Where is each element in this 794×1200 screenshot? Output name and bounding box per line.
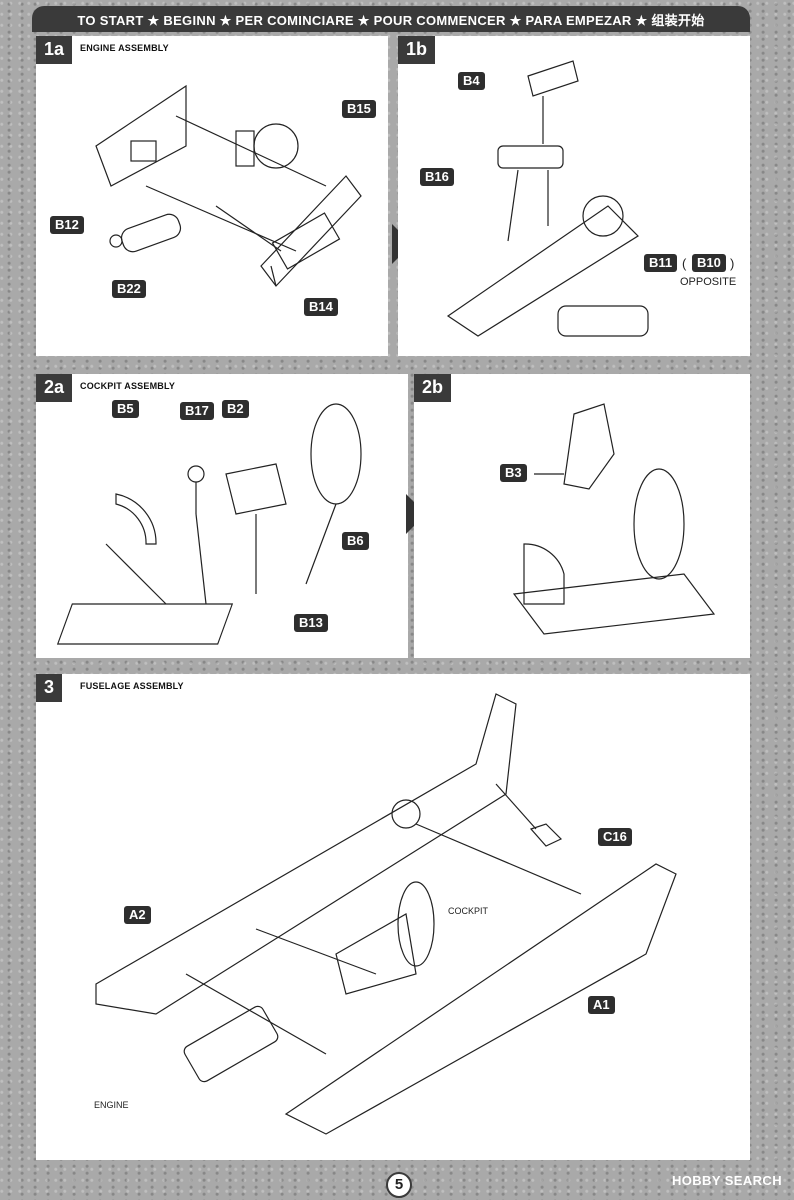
reduction-gear-b22 — [120, 213, 182, 253]
opposite-label: OPPOSITE — [680, 276, 737, 288]
part-tag-b6: B6 — [342, 532, 369, 550]
part-tag-b22: B22 — [112, 280, 146, 298]
part-tag-b2: B2 — [222, 400, 249, 418]
bulkhead-b5 — [115, 493, 157, 545]
engine-label: ENGINE — [94, 1100, 129, 1110]
fuselage-half-a1 — [284, 863, 677, 1135]
step-title-1a: ENGINE ASSEMBLY — [80, 43, 169, 53]
part-tag-b17: B17 — [180, 402, 214, 420]
seat-b2 — [225, 463, 287, 515]
part-tag-b12: B12 — [50, 216, 84, 234]
part-tag-b16: B16 — [420, 168, 454, 186]
header-bar: TO START ★ BEGINN ★ PER COMINCIARE ★ POU… — [32, 6, 750, 32]
supercharger-b15 — [253, 123, 299, 169]
engine-block-half-b12 — [95, 84, 187, 187]
panel-step-1b: 1b B4 B16 B11 ( B10 ) OPPOSITE — [398, 36, 750, 356]
part-tag-c16: C16 — [598, 828, 632, 846]
cockpit-floor-b13 — [56, 603, 234, 645]
cockpit-assembled-diagram — [512, 403, 716, 635]
step-badge-1a: 1a — [36, 36, 73, 64]
cover-part-b16 — [497, 145, 564, 169]
cockpit-floor — [512, 573, 716, 635]
pilot-figure-b3 — [563, 403, 615, 490]
paren-open: ( — [682, 256, 687, 271]
step-badge-1b: 1b — [398, 36, 436, 64]
paren-close: ) — [730, 256, 735, 271]
step-badge-2b: 2b — [414, 374, 452, 402]
engine-block-half-b14 — [260, 175, 362, 287]
part-tag-b15: B15 — [342, 100, 376, 118]
cowl-part-b4 — [527, 60, 579, 97]
fuselage-diagram — [95, 693, 677, 1135]
panel-step-3: 3 FUSELAGE ASSEMBLY C16 A2 A1 COCKPIT EN… — [36, 674, 750, 1160]
exhaust-stacks-b11 — [557, 305, 649, 337]
tail-wheel-c16 — [529, 823, 563, 847]
part-tag-a2: A2 — [124, 906, 151, 924]
cockpit-armor — [633, 468, 685, 580]
cockpit-parts-diagram — [56, 403, 362, 645]
cockpit-bulkhead — [523, 543, 565, 605]
page-number: 5 — [386, 1172, 412, 1198]
header-title: TO START ★ BEGINN ★ PER COMINCIARE ★ POU… — [77, 13, 705, 28]
part-tag-b11: B11 — [644, 254, 678, 272]
cockpit-label: COCKPIT — [448, 906, 489, 916]
panel-step-2b: 2b B3 — [414, 374, 750, 658]
part-tag-b13: B13 — [294, 614, 328, 632]
part-tag-b5: B5 — [112, 400, 139, 418]
engine-parts-diagram — [95, 84, 362, 287]
step-badge-3: 3 — [36, 674, 63, 702]
armor-plate-b6 — [310, 403, 362, 505]
fuselage-half-a2 — [95, 693, 517, 1015]
engine-assembly — [446, 205, 639, 337]
step-title-3: FUSELAGE ASSEMBLY — [80, 681, 184, 691]
cockpit-module — [335, 913, 417, 995]
part-tag-b4: B4 — [458, 72, 485, 90]
step-title-2a: COCKPIT ASSEMBLY — [80, 381, 176, 391]
control-stick-b17 — [187, 465, 205, 483]
part-tag-b10: B10 — [692, 254, 726, 272]
step-badge-2a: 2a — [36, 374, 73, 402]
engine-assembled-diagram — [446, 60, 649, 337]
panel-step-1a: 1a ENGINE ASSEMBLY B15 B12 B22 B14 — [36, 36, 388, 356]
part-tag-a1: A1 — [588, 996, 615, 1014]
engine-module — [183, 1005, 279, 1083]
panel-step-2a: 2a COCKPIT ASSEMBLY B5 B17 B2 B6 B13 — [36, 374, 408, 658]
part-tag-b3: B3 — [500, 464, 527, 482]
watermark-text: HOBBY SEARCH — [671, 1173, 782, 1188]
part-tag-b14: B14 — [304, 298, 338, 316]
